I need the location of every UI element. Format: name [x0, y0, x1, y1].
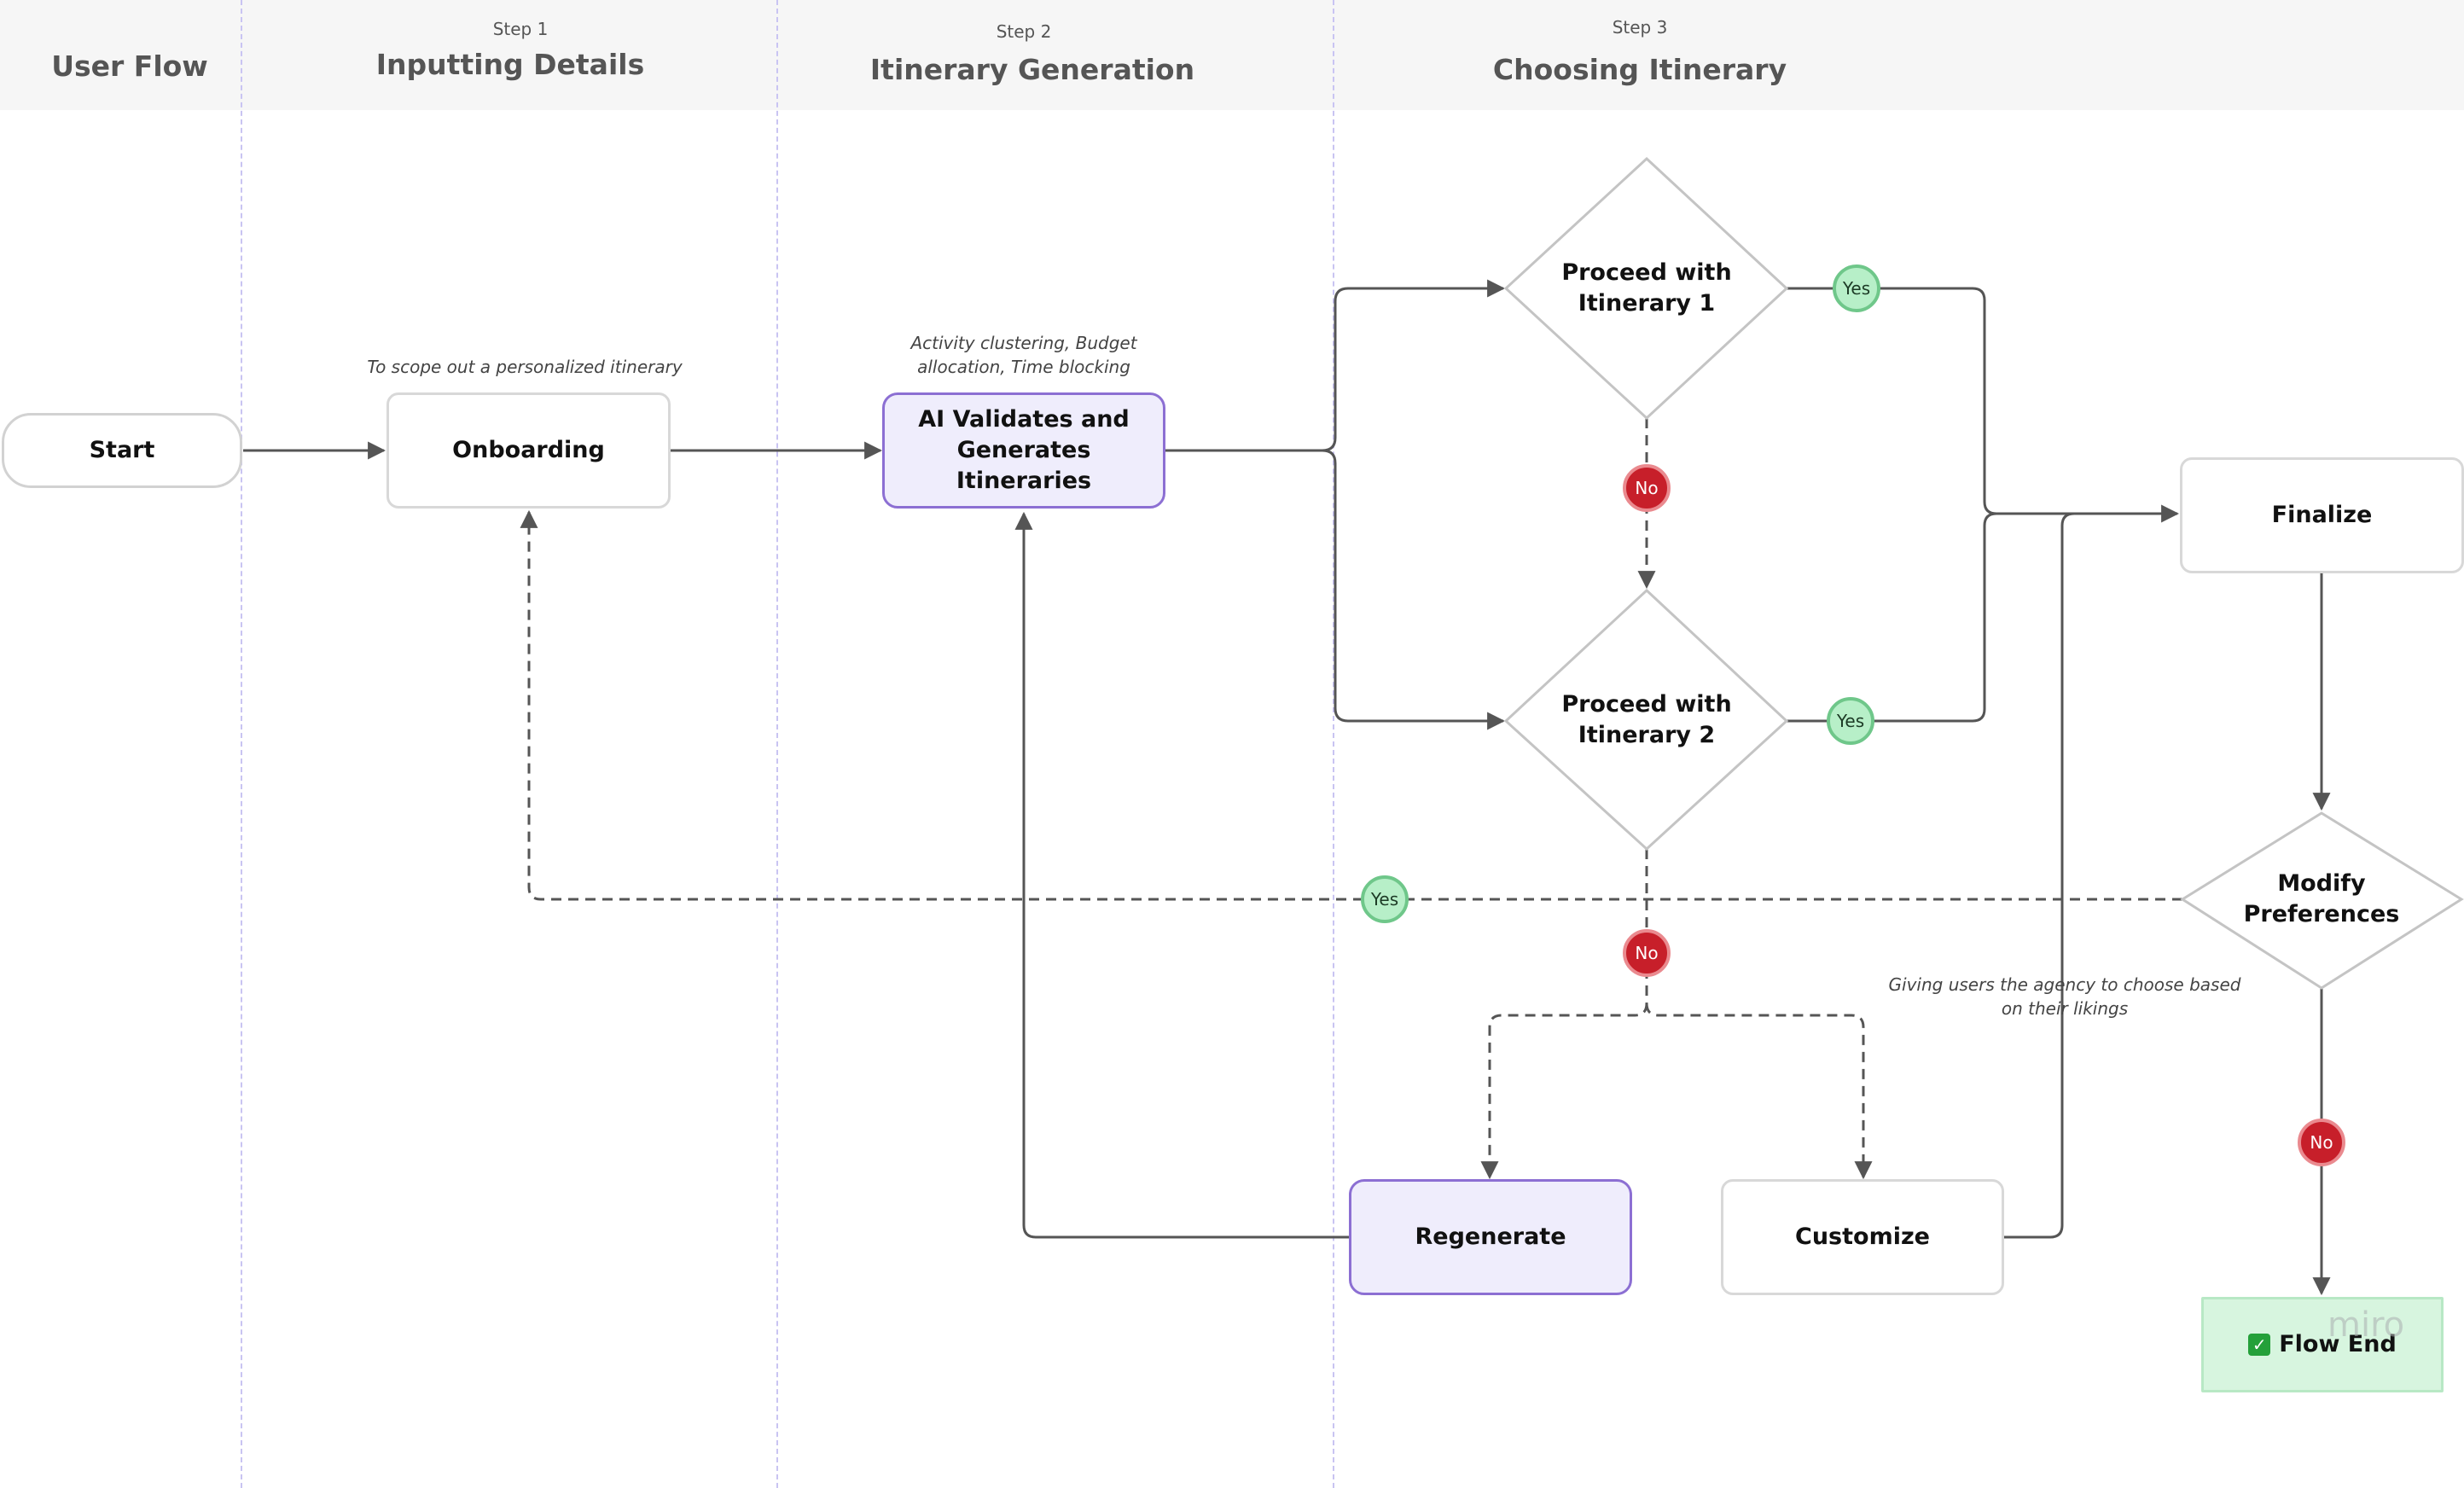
no-badge-itinerary-1: No	[1623, 464, 1671, 512]
decision-diamond-itinerary-1	[1503, 156, 1789, 421]
proceed-itinerary-1-label[interactable]: Proceed with Itinerary 1	[1561, 259, 1732, 317]
start-node[interactable]: Start	[2, 413, 242, 488]
finalize-node[interactable]: Finalize	[2180, 457, 2464, 573]
proceed-itinerary-2-label[interactable]: Proceed with Itinerary 2	[1561, 691, 1732, 748]
yes-badge-itinerary-2: Yes	[1827, 697, 1874, 745]
yes-badge-itinerary-1: Yes	[1833, 264, 1880, 312]
flow-end-node[interactable]: ✓ Flow End	[2201, 1297, 2444, 1392]
lane-header-band	[0, 0, 2464, 110]
miro-watermark: miro	[2327, 1305, 2405, 1345]
lane-divider	[776, 0, 778, 1488]
decision-diamond-itinerary-2	[1503, 588, 1789, 852]
yes-badge-modify: Yes	[1361, 875, 1409, 923]
flow-end-label: Flow End	[2279, 1331, 2397, 1357]
step-label-1: Step 1	[492, 19, 549, 39]
lane-divider	[1333, 0, 1334, 1488]
decision-diamond-modify	[2180, 811, 2464, 990]
no-badge-itinerary-2: No	[1623, 929, 1671, 977]
check-mark-icon: ✓	[2248, 1334, 2271, 1356]
lane-title-user-flow: User Flow	[51, 49, 208, 83]
lane-title-choosing-itinerary: Choosing Itinerary	[1492, 53, 1787, 86]
customize-node[interactable]: Customize	[1721, 1179, 2004, 1295]
ai-note: Activity clustering, Budget allocation, …	[910, 333, 1137, 377]
no-badge-modify: No	[2298, 1119, 2345, 1166]
regenerate-node[interactable]: Regenerate	[1349, 1179, 1632, 1295]
step-label-3: Step 3	[1612, 17, 1668, 38]
onboarding-note: To scope out a personalized itinerary	[367, 357, 683, 377]
customize-note: Giving users the agency to choose based …	[1888, 974, 2241, 1019]
step-label-2: Step 2	[996, 21, 1052, 42]
lane-title-itinerary-generation: Itinerary Generation	[869, 53, 1195, 86]
onboarding-node[interactable]: Onboarding	[386, 392, 671, 509]
lane-divider	[241, 0, 242, 1488]
ai-validates-node[interactable]: AI Validates and Generates Itineraries	[882, 392, 1165, 509]
lane-title-inputting-details: Inputting Details	[375, 48, 645, 81]
modify-preferences-label[interactable]: Modify Preferences	[2243, 870, 2400, 927]
